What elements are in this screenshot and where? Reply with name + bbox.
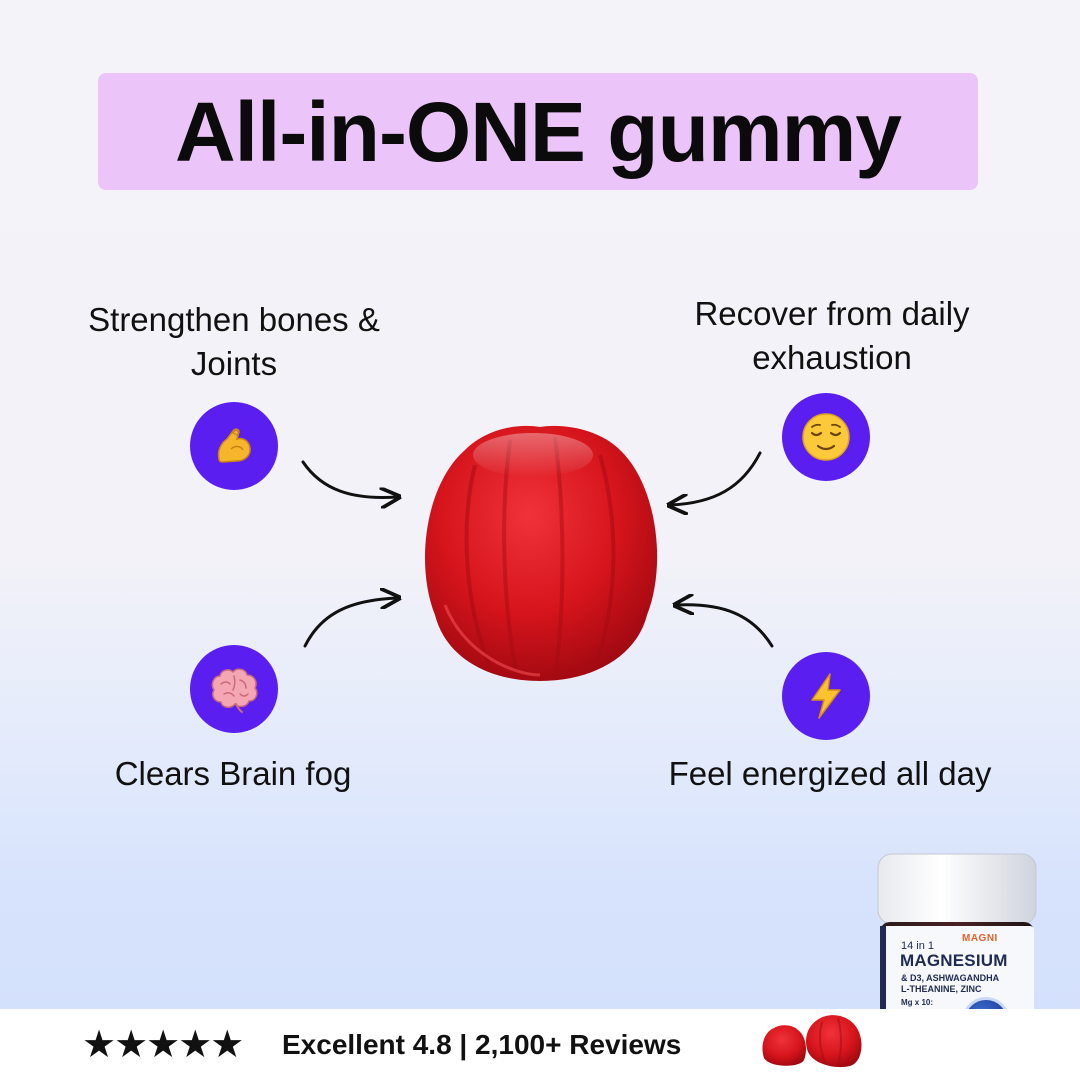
arrow-recover <box>671 451 762 505</box>
benefit-bones-line2: Joints <box>190 345 278 382</box>
benefit-label-recover: Recover from daily exhaustion <box>660 292 1004 380</box>
brain-icon <box>190 645 278 733</box>
jar-count-prefix: 14 in 1 <box>901 940 935 952</box>
benefit-label-brain: Clears Brain fog <box>80 752 386 796</box>
jar-brand-label: MAGNI <box>962 933 998 944</box>
benefit-recover-line2: exhaustion <box>752 339 912 376</box>
arrow-brain <box>303 598 397 648</box>
mini-gummies-image <box>762 1015 862 1068</box>
lightning-icon <box>782 652 870 740</box>
page-title: All-in-ONE gummy <box>174 84 902 179</box>
benefit-recover-line1: Recover from daily <box>694 295 970 332</box>
benefit-label-bones: Strengthen bones & Joints <box>58 298 410 386</box>
benefit-energy-line1: Feel energized all day <box>668 755 992 792</box>
benefit-brain-line1: Clears Brain fog <box>114 755 352 792</box>
jar-mg-label: Mg x 10: <box>901 998 934 1007</box>
arrow-energy <box>677 605 774 648</box>
arrow-bones <box>301 460 397 498</box>
flexed-biceps-icon <box>190 402 278 490</box>
rating-bar <box>0 1009 1080 1080</box>
jar-ingredients-line1: & D3, ASHWAGANDHA <box>901 973 1000 983</box>
jar-product-name: MAGNESIUM <box>900 951 1008 970</box>
gummy-image <box>425 425 658 681</box>
rating-stars: ★★★★★ <box>82 1022 244 1066</box>
jar-ingredients-line2: L-THEANINE, ZINC <box>901 984 982 994</box>
relieved-face-icon <box>782 393 870 481</box>
benefit-label-energy: Feel energized all day <box>630 752 1030 796</box>
benefit-bones-line1: Strengthen bones & <box>88 301 380 338</box>
title-banner: All-in-ONE gummy <box>98 73 978 190</box>
rating-reviews-text: Excellent 4.8 | 2,100+ Reviews <box>282 1029 682 1060</box>
